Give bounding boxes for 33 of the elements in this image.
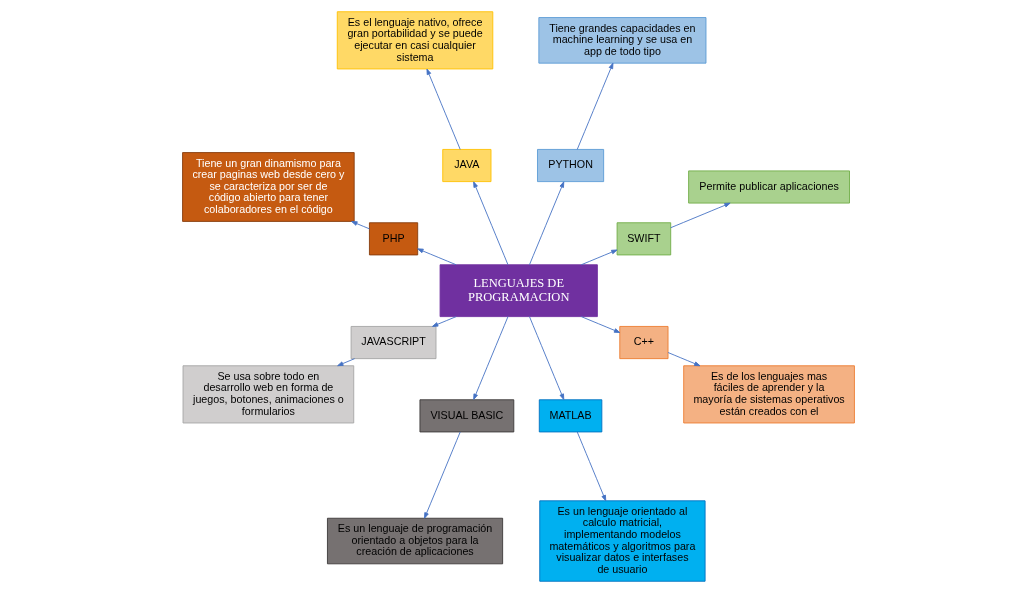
arrow xyxy=(580,249,617,266)
arrow xyxy=(580,316,620,333)
arrow xyxy=(472,181,508,266)
arrow xyxy=(472,316,508,400)
arrow xyxy=(423,431,461,519)
node-box: VISUAL BASIC xyxy=(419,399,514,433)
node-box: MATLAB xyxy=(538,399,602,433)
arrow xyxy=(528,181,564,266)
arrow xyxy=(431,316,457,327)
arrow xyxy=(336,358,355,367)
node-box: LENGUAJES DE PROGRAMACION xyxy=(439,264,598,318)
arrow xyxy=(350,221,370,230)
node-box: PYTHON xyxy=(536,148,604,183)
node-box: SWIFT xyxy=(616,222,671,256)
arrow xyxy=(528,316,564,400)
arrow xyxy=(667,352,700,367)
node-box: Se usa sobre todo en desarrollo web en forma de juegos, botones, animaciones o formularios xyxy=(182,365,354,424)
node-box: Es un lenguaje de programación orientado a objetos para la creación de aplicaciones xyxy=(326,517,503,565)
node-box: Tiene grandes capacidades en machine learning y se usa en app de todo tipo xyxy=(537,17,706,64)
arrow xyxy=(576,62,613,150)
arrow xyxy=(416,248,457,266)
node-box: C++ xyxy=(618,326,668,360)
arrow xyxy=(576,431,606,502)
node-box: Es el lenguaje nativo, ofrece gran portabilidad y se puede ejecutar en casi cualquier sistema xyxy=(336,11,493,70)
node-box: Es un lenguaje orientado al calculo matricial, implementando modelos matemáticos y algoritmos para visualizar datos e interfases de usuario xyxy=(538,500,706,582)
node-box: JAVASCRIPT xyxy=(350,326,436,360)
node-box: PHP xyxy=(368,222,418,256)
node-box: Tiene un gran dinamismo para crear paginas web desde cero y se caracteriza por ser de código abierto para tener colaboradores en el código xyxy=(181,152,355,222)
arrow xyxy=(669,202,731,229)
node-box: Permite publicar aplicaciones xyxy=(687,170,850,204)
arrow xyxy=(425,68,461,150)
node-box: Es de los lenguajes mas fáciles de aprender y la mayoría de sistemas operativos están creados con el xyxy=(682,365,855,424)
node-box: JAVA xyxy=(441,148,491,183)
